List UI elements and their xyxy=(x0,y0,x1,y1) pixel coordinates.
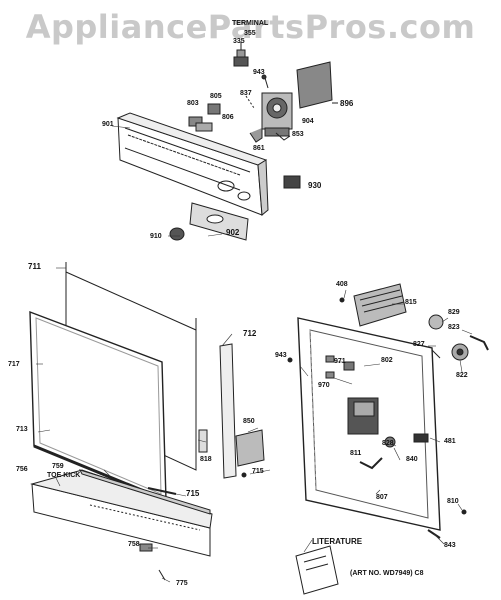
label-971: 971 xyxy=(334,358,346,365)
label-713: 713 xyxy=(16,426,28,433)
lever-828 xyxy=(359,457,383,470)
watermark: AppliancePartsPros.com xyxy=(25,8,476,46)
label-970: 970 xyxy=(318,382,330,389)
part-481 xyxy=(413,433,429,443)
art-number: (ART NO. WD7949) C8 xyxy=(350,570,424,577)
label-717: 717 xyxy=(8,361,20,368)
label-715-strip: 715 xyxy=(186,489,200,498)
label-861: 861 xyxy=(253,145,265,152)
part-837 xyxy=(245,95,255,109)
label-758: 758 xyxy=(128,541,140,548)
label-775: 775 xyxy=(176,580,188,587)
screw-775 xyxy=(158,569,166,581)
timer-904 xyxy=(261,92,293,137)
label-943-top: 943 xyxy=(253,69,265,76)
screw-715a xyxy=(241,472,247,478)
latch-parts xyxy=(325,355,355,379)
label-896: 896 xyxy=(340,99,354,108)
screw-810 xyxy=(461,509,467,515)
part-827 xyxy=(431,349,441,359)
knob-829 xyxy=(428,314,489,351)
label-904: 904 xyxy=(302,118,314,125)
label-822: 822 xyxy=(456,372,468,379)
label-837: 837 xyxy=(240,90,252,97)
toe-kick-756 xyxy=(30,469,213,557)
cover-plate-896 xyxy=(296,61,338,109)
label-756: 756 xyxy=(16,466,28,473)
button-parts xyxy=(188,103,221,132)
header-terminal-label: TERMINAL xyxy=(232,20,269,27)
trim-plate-902 xyxy=(189,202,249,241)
literature-booklet xyxy=(295,545,339,595)
label-805: 805 xyxy=(210,93,222,100)
label-408: 408 xyxy=(336,281,348,288)
screw-408 xyxy=(339,297,345,303)
label-850: 850 xyxy=(243,418,255,425)
label-712: 712 xyxy=(243,329,257,338)
leader-lines xyxy=(36,125,473,583)
label-810: 810 xyxy=(447,498,459,505)
label-828: 828 xyxy=(382,440,394,447)
literature-label: LITERATURE xyxy=(312,537,363,546)
screw-943-top xyxy=(261,74,269,89)
dispenser-811 xyxy=(347,397,379,435)
console-panel-901 xyxy=(116,112,269,217)
label-840: 840 xyxy=(406,456,418,463)
label-715-screw: 715 xyxy=(252,468,264,475)
label-803: 803 xyxy=(187,100,199,107)
toe-kick-label: TOE KICK xyxy=(47,472,81,479)
terminal-block xyxy=(233,42,249,67)
knob-910 xyxy=(169,227,185,241)
label-355: 355 xyxy=(244,30,256,37)
label-930: 930 xyxy=(308,181,322,190)
vent-815 xyxy=(353,283,407,327)
side-trim-712 xyxy=(219,343,237,479)
label-811: 811 xyxy=(350,450,362,457)
screw-943-side xyxy=(287,357,293,363)
label-901: 901 xyxy=(102,121,114,128)
bracket-853 xyxy=(275,132,291,141)
switch-930 xyxy=(283,175,301,189)
label-481: 481 xyxy=(444,438,456,445)
label-902: 902 xyxy=(226,228,240,237)
label-853: 853 xyxy=(292,131,304,138)
label-910: 910 xyxy=(150,233,162,240)
label-807: 807 xyxy=(376,494,388,501)
label-823: 823 xyxy=(448,324,460,331)
switch-861 xyxy=(249,128,263,143)
label-818: 818 xyxy=(200,456,212,463)
gear-822 xyxy=(451,343,469,361)
label-943-side: 943 xyxy=(275,352,287,359)
label-827: 827 xyxy=(413,341,425,348)
strip-715b xyxy=(147,487,177,495)
label-802: 802 xyxy=(381,357,393,364)
label-829: 829 xyxy=(448,309,460,316)
label-759: 759 xyxy=(52,463,64,470)
bracket-850 xyxy=(235,429,265,467)
label-815: 815 xyxy=(405,299,417,306)
label-335: 335 xyxy=(233,38,245,45)
label-843: 843 xyxy=(444,542,456,549)
label-806: 806 xyxy=(222,114,234,121)
clip-758 xyxy=(139,543,153,552)
label-711: 711 xyxy=(28,262,41,271)
